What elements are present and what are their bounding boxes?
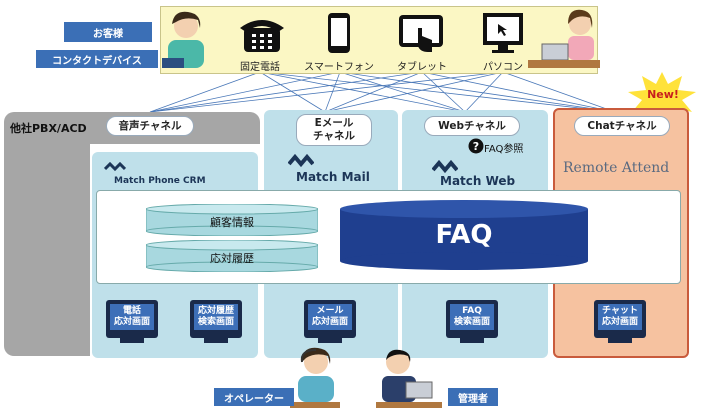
- email-channel-text-1: Eメール: [314, 117, 354, 129]
- monitor-stand: [608, 338, 632, 343]
- pc-monitor-icon: [483, 13, 523, 53]
- monitor-stand: [120, 338, 144, 343]
- chat-response-screen-text: チャット応対画面: [598, 304, 642, 330]
- monitor-stand: [460, 338, 484, 343]
- match-logo-mark-icon: [104, 161, 126, 172]
- mail-screen-l1: メール: [316, 306, 344, 316]
- chat-channel-label: Chatチャネル: [574, 116, 670, 136]
- device-band: [160, 6, 598, 74]
- chat-screen-l1: チャット: [602, 306, 638, 316]
- customer-laptop-person-icon: [528, 9, 600, 68]
- email-channel-text-2: チャネル: [313, 130, 355, 142]
- pbx-box-vertical: [4, 140, 90, 356]
- admin-tag: 管理者: [448, 388, 498, 406]
- logo-match-mail: Match Mail: [296, 170, 370, 184]
- logo-remote-attend: Remote Attend: [563, 160, 670, 176]
- history-db-icon: [146, 240, 318, 272]
- question-mark-icon: ?: [468, 138, 484, 154]
- chat-screen-l2: 応対画面: [601, 317, 638, 327]
- device-label-pc: パソコン: [483, 62, 523, 73]
- monitor-stand: [318, 338, 342, 343]
- mail-screen-l2: 応対画面: [311, 317, 348, 327]
- faq-screen-l2: 検索画面: [453, 317, 490, 327]
- customer-tag: お客様: [64, 22, 152, 42]
- new-badge-burst-icon: [628, 72, 696, 122]
- operator-tag: オペレーター: [214, 388, 294, 406]
- match-mail-mark-icon: [288, 153, 314, 168]
- monitor-stand: [204, 338, 228, 343]
- history-search-screen: 応対履歴検索画面: [190, 300, 242, 343]
- voice-channel-label: 音声チャネル: [106, 116, 194, 136]
- device-label-tablet: タブレット: [397, 62, 447, 73]
- phone-response-screen-text: 電話応対画面: [110, 304, 154, 330]
- history-search-screen-text: 応対履歴検索画面: [194, 304, 238, 330]
- pbx-label: 他社PBX/ACD: [10, 122, 87, 135]
- svg-text:?: ?: [473, 140, 479, 153]
- landline-phone-icon: [240, 20, 284, 52]
- customer-info-label: 顧客情報: [210, 216, 254, 229]
- voice-channel-text: 音声チャネル: [118, 119, 182, 132]
- operator-person-icon: [290, 347, 340, 408]
- faq-db-icon: [340, 200, 588, 270]
- faq-reference-label: FAQ参照: [484, 144, 524, 155]
- history-label: 応対履歴: [210, 252, 254, 265]
- chat-response-screen: チャット応対画面: [594, 300, 646, 343]
- faq-screen-l1: FAQ: [462, 306, 482, 316]
- hist-screen-l1: 応対履歴: [197, 306, 234, 316]
- customer-person-icon: [162, 11, 204, 68]
- phone-screen-l1: 電話: [122, 306, 141, 316]
- admin-person-icon: [376, 349, 442, 408]
- hist-screen-l2: 検索画面: [197, 317, 234, 327]
- mail-response-screen-text: メール応対画面: [308, 304, 352, 330]
- phone-response-screen: 電話応対画面: [106, 300, 158, 343]
- customer-info-db-icon: [146, 204, 318, 236]
- mail-response-screen: メール応対画面: [304, 300, 356, 343]
- email-channel-label: Eメール チャネル: [296, 114, 372, 146]
- new-badge-label: New!: [647, 88, 679, 101]
- chat-channel-text: Chatチャネル: [587, 119, 657, 132]
- faq-db-label: FAQ: [435, 220, 493, 250]
- logo-match-web: Match Web: [440, 174, 516, 188]
- contact-device-tag: コンタクトデバイス: [36, 50, 158, 68]
- phone-screen-l2: 応対画面: [113, 317, 150, 327]
- web-channel-label: Webチャネル: [424, 116, 520, 136]
- match-web-mark-icon: [432, 159, 458, 174]
- logo-match-phone-crm: Match Phone CRM: [114, 176, 206, 186]
- web-channel-text: Webチャネル: [438, 119, 506, 132]
- device-label-landline: 固定電話: [240, 62, 280, 73]
- device-label-smartphone: スマートフォン: [304, 62, 374, 73]
- tablet-icon: [399, 15, 443, 52]
- smartphone-icon: [328, 13, 350, 53]
